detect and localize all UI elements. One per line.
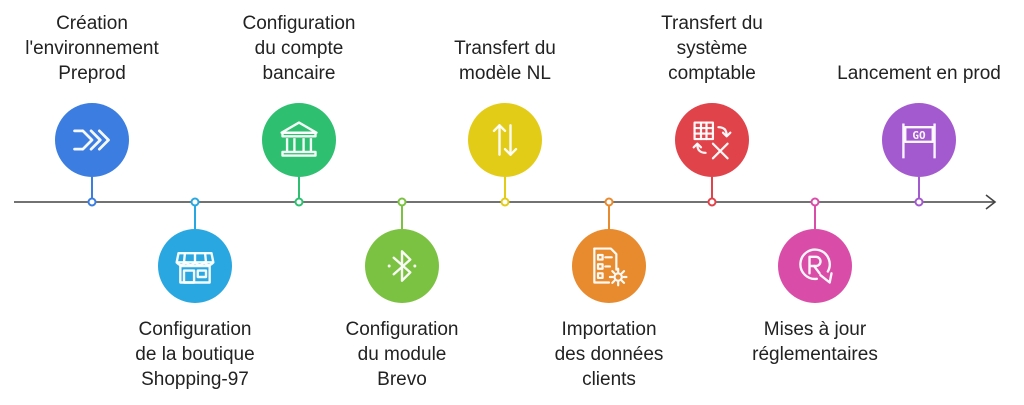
step-circle <box>778 229 852 303</box>
step-circle <box>158 229 232 303</box>
step-circle <box>55 103 129 177</box>
step-circle <box>262 103 336 177</box>
step-label: Création l'environnement Preprod <box>25 13 159 84</box>
step-label: Transfert du système comptable <box>661 13 763 84</box>
spreadsheet-transfer-icon <box>690 118 734 162</box>
step-label: Configuration du compte bancaire <box>242 13 356 84</box>
go-sign-icon: GO <box>897 118 941 162</box>
step-axis-dot <box>810 197 820 207</box>
step-axis-dot <box>500 197 510 207</box>
bank-icon <box>277 118 321 162</box>
step-circle <box>468 103 542 177</box>
chevrons-right-icon <box>70 118 114 162</box>
step-label: Configuration de la boutique Shopping-97 <box>135 319 255 390</box>
step-circle <box>675 103 749 177</box>
step-circle <box>572 229 646 303</box>
step-axis-dot <box>604 197 614 207</box>
step-axis-dot <box>190 197 200 207</box>
step-label: Mises à jour réglementaires <box>752 319 878 365</box>
step-circle: GO <box>882 103 956 177</box>
step-label: Transfert du modèle NL <box>454 38 556 84</box>
document-gear-icon <box>587 244 631 288</box>
step-circle <box>365 229 439 303</box>
go-sign-text: GO <box>912 129 926 142</box>
step-axis-dot <box>294 197 304 207</box>
step-axis-dot <box>707 197 717 207</box>
vertical-arrows-icon <box>483 118 527 162</box>
step-label: Importation des données clients <box>554 319 664 390</box>
bluetooth-icon <box>380 244 424 288</box>
step-label: Configuration du module Brevo <box>345 319 459 390</box>
step-label: Lancement en prod <box>837 63 1001 84</box>
step-axis-dot <box>914 197 924 207</box>
timeline-arrowhead <box>985 194 997 210</box>
storefront-icon <box>173 244 217 288</box>
step-axis-dot <box>397 197 407 207</box>
step-axis-dot <box>87 197 97 207</box>
registered-arrow-icon <box>793 244 837 288</box>
